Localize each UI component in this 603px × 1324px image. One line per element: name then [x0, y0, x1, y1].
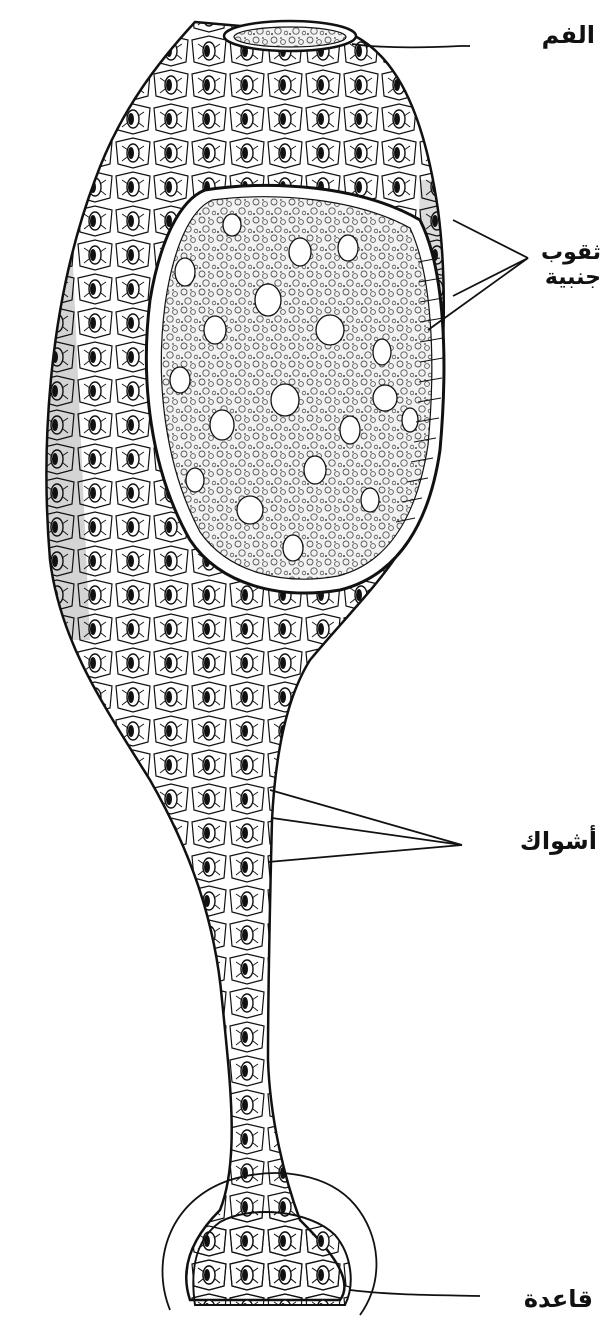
label-base: قاعدة: [524, 1286, 593, 1314]
mouth-opening: [224, 21, 356, 51]
base-body: [193, 1212, 350, 1305]
spines-pointer-1: [270, 790, 462, 845]
label-mouth: الفم: [542, 22, 595, 50]
pores-pointer-1: [453, 220, 528, 258]
pores-pointer-2: [453, 258, 528, 296]
spines-pointer-3: [268, 845, 462, 862]
interior-cutaway: [146, 185, 444, 593]
label-side-pores-line2: جنبية: [541, 265, 601, 290]
label-side-pores: ثقوب جنبية: [541, 240, 601, 291]
label-side-pores-line1: ثقوب: [541, 240, 601, 265]
spines-pointer-2: [272, 818, 462, 845]
label-spines: أشواك: [520, 828, 597, 856]
base-pointer: [350, 1290, 480, 1296]
